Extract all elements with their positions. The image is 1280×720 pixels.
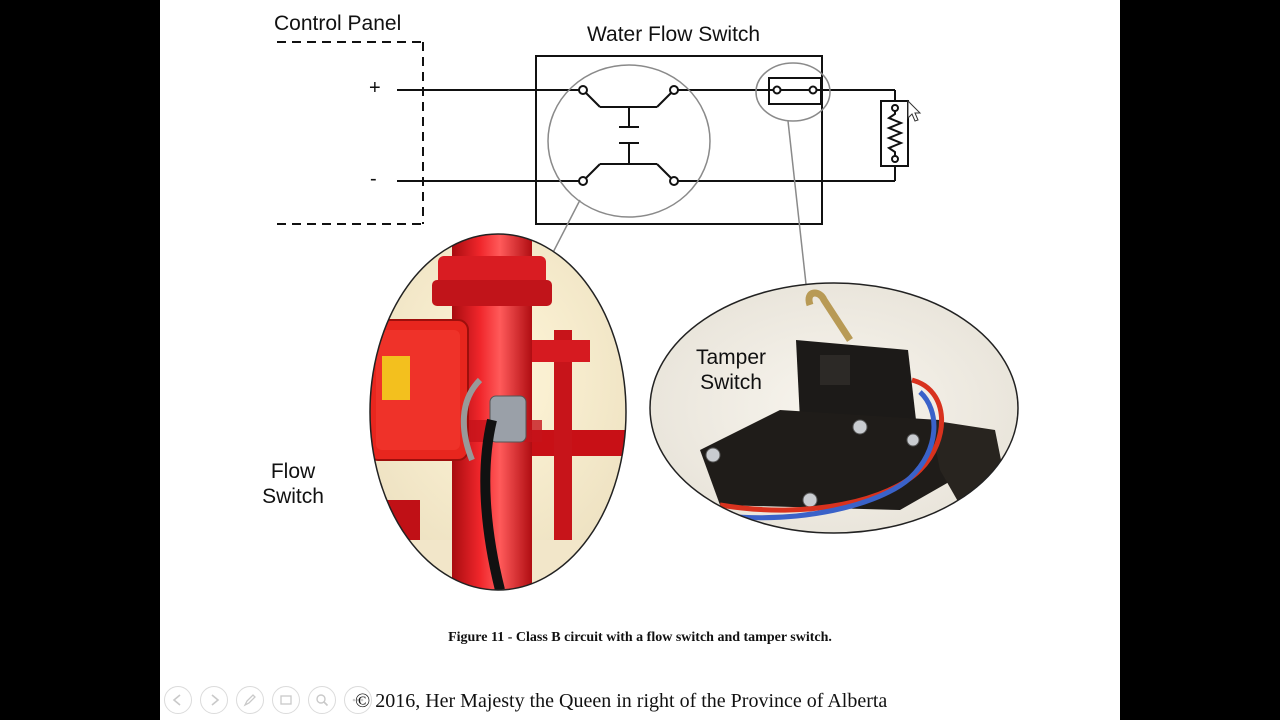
flow-switch-contacts xyxy=(578,85,679,186)
mouse-cursor-icon xyxy=(907,99,922,122)
zoom-icon[interactable] xyxy=(308,686,336,714)
pen-icon[interactable] xyxy=(236,686,264,714)
control-panel-label: Control Panel xyxy=(274,12,402,35)
tamper-switch-label-line1: Tamper xyxy=(695,346,767,369)
water-flow-switch-label: Water Flow Switch xyxy=(587,23,761,46)
positive-terminal-label: + xyxy=(369,77,381,99)
flow-switch-photo xyxy=(370,234,626,590)
tamper-switch-label: Tamper Switch xyxy=(692,345,770,395)
tamper-switch-symbol xyxy=(768,77,822,105)
resistor-symbol xyxy=(880,100,909,167)
flow-switch-label: Flow Switch xyxy=(258,459,328,509)
negative-terminal-label: - xyxy=(370,168,377,190)
presentation-toolbar xyxy=(164,686,372,714)
figure-caption: Figure 11 - Class B circuit with a flow … xyxy=(448,630,832,645)
copyright-notice: © 2016, Her Majesty the Queen in right o… xyxy=(355,690,888,712)
callout-lines xyxy=(544,62,831,285)
more-icon[interactable] xyxy=(344,686,372,714)
control-panel-outline xyxy=(277,41,424,225)
previous-icon[interactable] xyxy=(164,686,192,714)
circuit-diagram xyxy=(277,41,1019,591)
tamper-switch-photo xyxy=(650,283,1018,533)
next-icon[interactable] xyxy=(200,686,228,714)
flow-switch-label-line1: Flow xyxy=(270,460,316,483)
slides-icon[interactable] xyxy=(272,686,300,714)
slide: Control Panel Water Flow Switch + - Flow… xyxy=(160,0,1120,720)
tamper-switch-label-line2: Switch xyxy=(700,371,762,394)
water-flow-switch-box xyxy=(535,55,823,225)
flow-switch-label-line2: Switch xyxy=(262,485,324,508)
